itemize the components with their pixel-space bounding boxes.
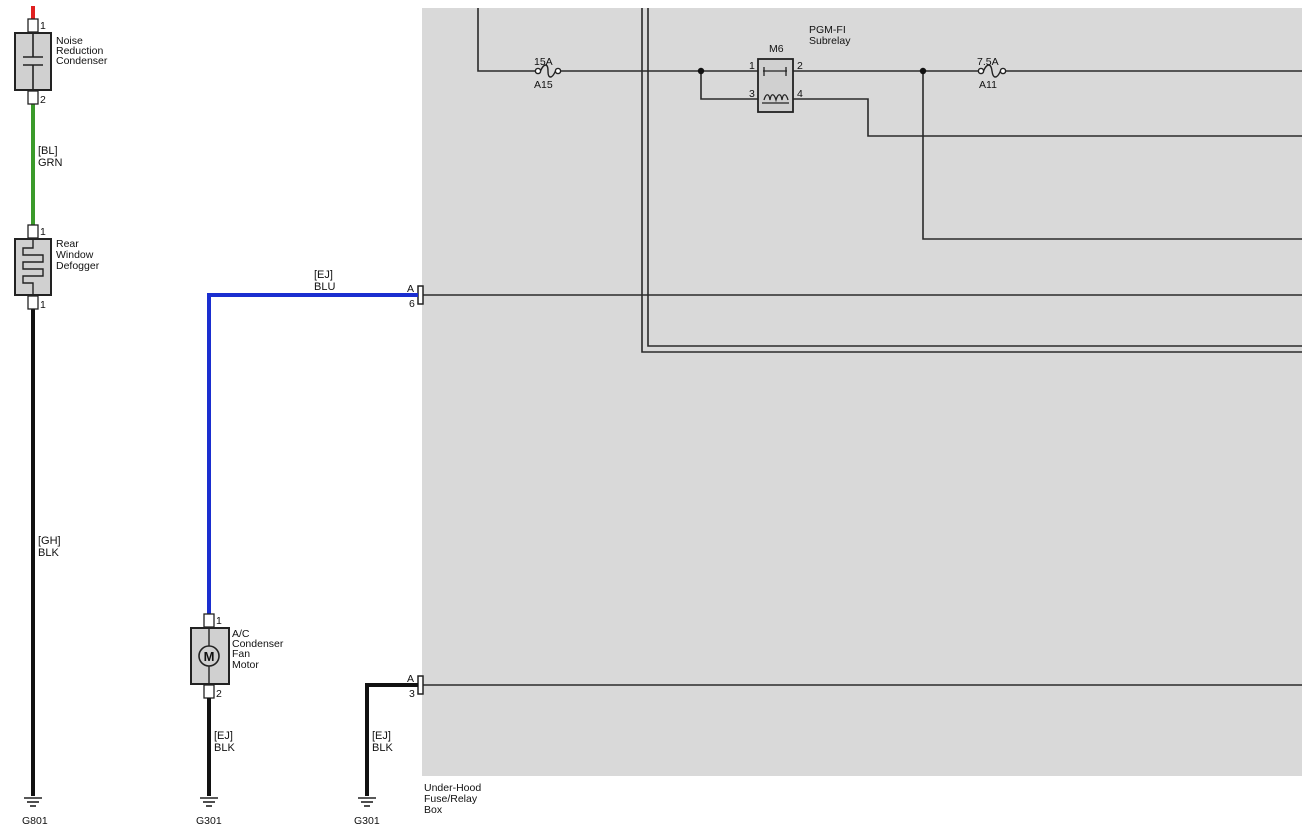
- junction-dot: [697, 67, 705, 75]
- relay-pin-1: 1: [749, 60, 755, 72]
- motor-label-line4: Motor: [232, 659, 259, 671]
- ground-g301-motor-label: G301: [196, 815, 222, 827]
- connector-a3-pin: 3: [409, 688, 415, 700]
- wire-grn-color: GRN: [38, 157, 63, 169]
- relay-body: [757, 58, 794, 113]
- ground-icon: [24, 797, 42, 807]
- relay-pin-4: 4: [797, 88, 803, 100]
- wire-blk-box: [365, 683, 418, 796]
- connector-a6: [417, 285, 424, 305]
- relay-title-line2: Subrelay: [809, 35, 851, 47]
- motor-label-line2: Condenser: [232, 638, 284, 650]
- condenser-pin-bottom: 2: [40, 94, 46, 106]
- defogger-label-line3: Defogger: [56, 260, 100, 272]
- relay-pin-2: 2: [797, 60, 803, 72]
- defogger-label-line1: Rear: [56, 238, 79, 250]
- defogger-label-line2: Window: [56, 249, 94, 261]
- rear-window-defogger: 1 1 Rear Window Defogger: [14, 224, 100, 311]
- connector-a3-letter: A: [407, 673, 414, 685]
- condenser-label-line1: Noise: [56, 35, 83, 47]
- fuse-a11: 7.5A A11: [977, 56, 1007, 91]
- wire-grn-connector: [BL]: [38, 145, 58, 157]
- fuse-relay-box: [422, 8, 1302, 776]
- motor-pin-top: 1: [216, 615, 222, 627]
- relay-id: M6: [769, 43, 784, 55]
- motor-label-line1: A/C: [232, 628, 250, 640]
- condenser-label-line3: Condenser: [56, 55, 108, 67]
- fuse-a15-rating: 15A: [534, 56, 553, 68]
- motor-pin-bottom: 2: [216, 688, 222, 700]
- fuse-a15-name: A15: [534, 79, 553, 91]
- ac-condenser-fan-motor: M 1 2 A/C Condenser Fan Motor: [190, 613, 284, 700]
- noise-reduction-condenser: 1 2 Noise Reduction Condenser: [14, 18, 108, 106]
- connector-a6-letter: A: [407, 283, 414, 295]
- condenser-label-line2: Reduction: [56, 45, 103, 57]
- ground-g301-box-label: G301: [354, 815, 380, 827]
- fuse-box-label-line2: Fuse/Relay: [424, 793, 478, 805]
- capacitor-icon: [23, 33, 43, 90]
- fuse-a11-name: A11: [979, 79, 997, 91]
- relay-switch-icon: [763, 67, 787, 76]
- wire-blu-color: BLU: [314, 281, 335, 293]
- heater-grid-icon: [22, 239, 44, 295]
- defogger-pin-bottom: 1: [40, 299, 46, 311]
- fuse-box-label-line3: Box: [424, 804, 443, 816]
- relay-title-line1: PGM-FI: [809, 24, 846, 36]
- fuse-box-internal-wiring: [423, 8, 1302, 686]
- wire-blk-box-color: BLK: [372, 742, 393, 754]
- wire-blu-connector: [EJ]: [314, 269, 333, 281]
- wire-blk-g801-color: BLK: [38, 547, 59, 559]
- motor-symbol: M: [204, 649, 215, 664]
- relay-pin-3: 3: [749, 88, 755, 100]
- relay-coil-icon: [762, 94, 789, 104]
- pgm-fi-subrelay: PGM-FI Subrelay M6 1 2 3 4: [749, 24, 851, 113]
- ground-icon: [200, 797, 218, 807]
- fuse-a15: 15A A15: [534, 56, 562, 91]
- ground-icon: [358, 797, 376, 807]
- fuse-a11-rating: 7.5A: [977, 56, 999, 68]
- defogger-pin-top: 1: [40, 226, 46, 238]
- motor-icon: M: [198, 628, 220, 684]
- fuse-box-label-line1: Under-Hood: [424, 782, 481, 794]
- wire-blu: [207, 293, 418, 614]
- wire-blk-box-connector: [EJ]: [372, 730, 391, 742]
- wire-blk-motor-connector: [EJ]: [214, 730, 233, 742]
- wire-blk-g801-connector: [GH]: [38, 535, 61, 547]
- connector-a3: [417, 675, 424, 695]
- junction-dot: [919, 67, 927, 75]
- motor-label-line3: Fan: [232, 648, 250, 660]
- condenser-pin-top: 1: [40, 20, 46, 32]
- wire-blk-motor-color: BLK: [214, 742, 235, 754]
- connector-a6-pin: 6: [409, 298, 415, 310]
- ground-g801-label: G801: [22, 815, 48, 827]
